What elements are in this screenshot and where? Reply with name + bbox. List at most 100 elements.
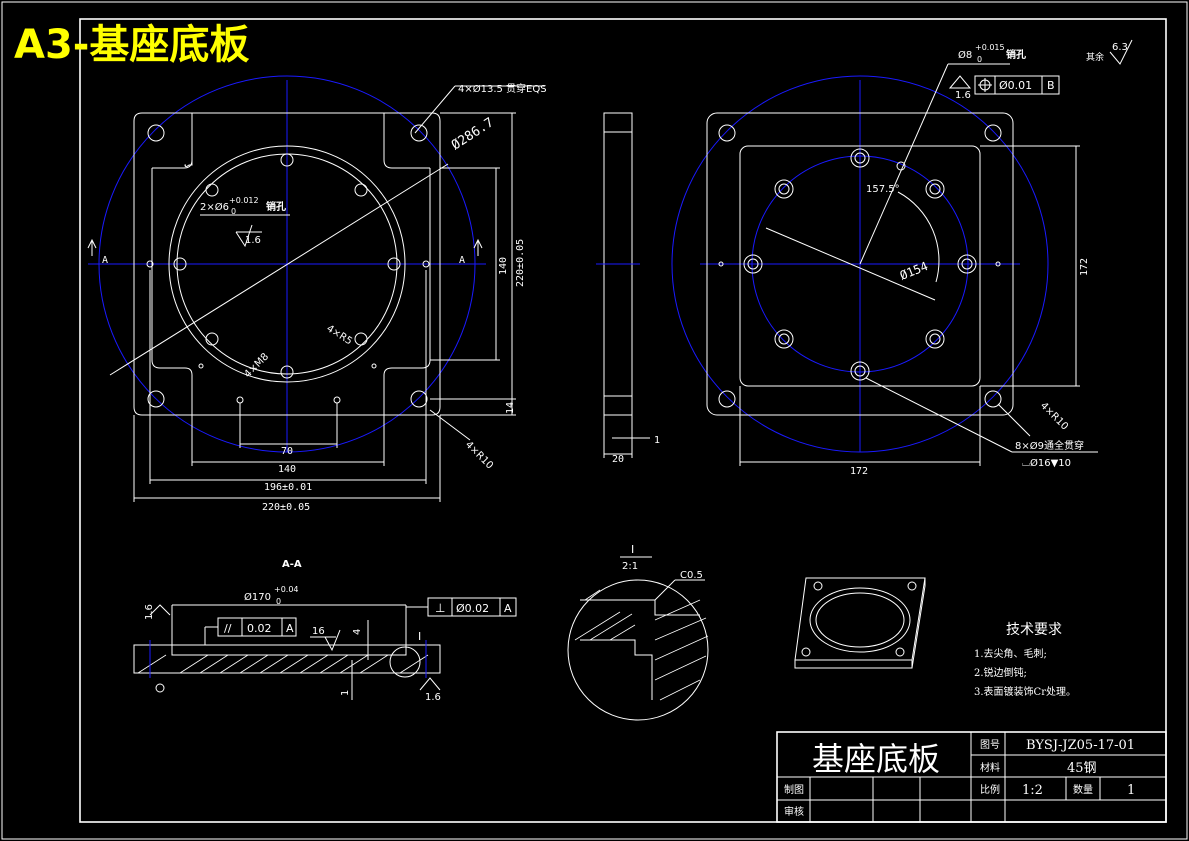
front-boss-hole: [354, 332, 368, 346]
parallel-tolerance-frame: [204, 617, 297, 645]
front-plate-steps: [151, 168, 431, 415]
section-arrow-left: [87, 238, 97, 256]
front-corner-hole: [147, 390, 165, 408]
dia154-leader: [765, 227, 936, 301]
hole4-leader: [414, 85, 456, 134]
front-boss-hole: [205, 332, 219, 346]
iso-hole: [801, 647, 811, 657]
position-tolerance-frame: [974, 75, 1060, 95]
top-pin-hole: [896, 161, 906, 171]
pin8-roughness-symbol: [948, 75, 972, 89]
front-pin-hole: [422, 260, 430, 268]
top-small-hole: [995, 261, 1001, 267]
counterbore-label: ⌴Ø16▼10: [1022, 457, 1071, 469]
front-corner-hole: [147, 124, 165, 142]
front-corner-hole: [410, 390, 428, 408]
pin8-leader: [859, 63, 949, 265]
holes8-label: 8×Ø9通全贯穿: [1015, 439, 1084, 452]
general-rough-value: 6.3: [1112, 42, 1128, 53]
front-boss-hole: [205, 183, 219, 197]
scale-label: 比例: [980, 783, 1000, 796]
section-arrow-right: [473, 238, 483, 256]
drawing-no: BYSJ-JZ05-17-01: [1026, 738, 1135, 753]
section-view: A-A Ø170 +0.04 0 1.6 ⊥ Ø0.02 A: [133, 559, 517, 703]
dim-140v: 140: [498, 257, 509, 275]
r5-label: 4×R5: [324, 323, 354, 347]
tol-pos-datum: B: [1047, 79, 1055, 92]
chamfer-label: C0.5: [680, 570, 703, 581]
tech-item-1: 1.去尖角、毛刺;: [974, 647, 1047, 660]
front-small-hole: [371, 363, 377, 369]
dim-70: 70: [281, 446, 293, 457]
tech-title: 技术要求: [1006, 622, 1062, 638]
angle-arc: [897, 191, 940, 283]
detail-profile: [580, 599, 700, 700]
general-rough-prefix: 其余: [1086, 51, 1104, 63]
dim-1: 1: [654, 435, 660, 446]
front-corner-hole: [410, 124, 428, 142]
rough-right: 1.6: [425, 692, 441, 703]
general-rough-symbol: [1109, 39, 1133, 65]
section-dim-1: 1: [340, 690, 351, 696]
perp-datum: A: [504, 602, 512, 615]
front-m8-hole: [236, 396, 244, 404]
dim-4: 4: [352, 629, 363, 635]
detail-view: I 2:1 C0.5: [567, 543, 709, 721]
section-boss-recess: [171, 644, 407, 656]
front-boss-hole: [173, 257, 187, 271]
top-corner-hole: [718, 390, 736, 408]
iso-top-face: [794, 577, 926, 661]
iso-edges: [794, 578, 926, 669]
checked-label: 审核: [784, 805, 804, 818]
iso-hole: [907, 581, 917, 591]
section-hatching: [137, 654, 429, 674]
top-plate-outline: [706, 112, 1014, 416]
pin8-tol-upper: +0.015: [975, 43, 1005, 52]
qty: 1: [1127, 783, 1135, 798]
front-small-hole: [198, 363, 204, 369]
material: 45钢: [1067, 761, 1097, 776]
dim-20: 20: [612, 454, 624, 465]
pin2-note: 销孔: [266, 200, 286, 213]
angle-label: 157.5°: [866, 184, 900, 195]
top-corner-hole: [984, 390, 1002, 408]
front-pin-hole: [146, 260, 154, 268]
detail-ref: I: [418, 630, 421, 643]
chamfer-leader: [654, 579, 676, 601]
top-view: 157.5° Ø154 Ø8 +0.015 0 销孔 1.6 Ø0.01 B 1…: [671, 43, 1098, 477]
holes8-leader: [865, 377, 1013, 453]
par-symbol: //: [224, 622, 232, 635]
pin8-roughness: 1.6: [955, 90, 971, 101]
dim-172v: 172: [1079, 258, 1090, 276]
iso-hole: [813, 581, 823, 591]
r16-label: 16: [312, 626, 325, 637]
dia154-label: Ø154: [898, 259, 930, 283]
perp-value: Ø0.02: [456, 602, 489, 615]
top-small-hole: [718, 261, 724, 267]
pin2-roughness-symbol: [235, 224, 262, 248]
tol-pos-value: Ø0.01: [999, 79, 1032, 92]
hole4-label: 4×Ø13.5 贯穿EQS: [458, 82, 547, 95]
part-name: 基座底板: [812, 740, 940, 778]
pin2-roughness: 1.6: [245, 235, 261, 246]
perp-tolerance-frame: [406, 597, 517, 617]
section-title: A-A: [282, 559, 302, 570]
front-m8-hole: [333, 396, 341, 404]
isometric-view: [794, 577, 926, 669]
inner-border: [79, 18, 1167, 823]
section-marker: [155, 683, 165, 693]
top-inner-square: [739, 145, 981, 387]
rough-right-symbol: [419, 677, 441, 691]
pin2-tol-upper: +0.012: [229, 196, 259, 205]
dim-220v: 220±0.05: [515, 239, 526, 287]
detail-boundary: [567, 579, 709, 721]
m8-label: 4×M8: [242, 351, 271, 380]
detail-circle: [389, 646, 421, 678]
drawn-label: 制图: [784, 783, 804, 796]
scale: 1:2: [1022, 783, 1043, 798]
perp-symbol: ⊥: [435, 601, 445, 615]
dia170-tol-upper: +0.04: [274, 585, 299, 594]
front-view: A A 4×Ø13.5 贯穿EQS Ø286.7 2×Ø6 +0.012 0 销…: [87, 75, 547, 513]
